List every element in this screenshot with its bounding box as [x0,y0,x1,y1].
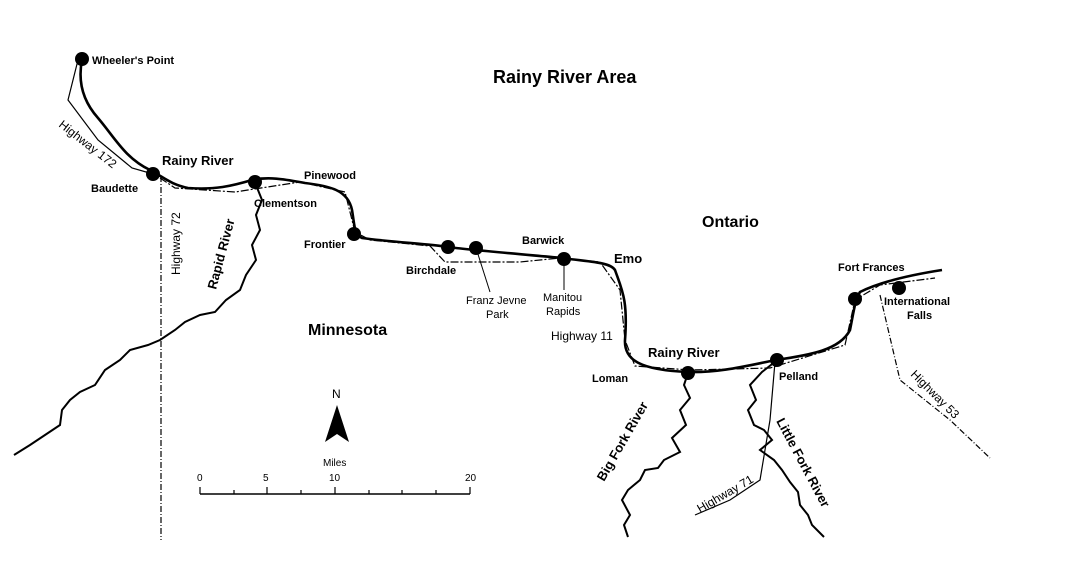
label-international-falls-1: International [884,296,950,308]
scale-bar-ticks [199,487,471,494]
label-emo: Emo [614,251,642,266]
marker-birchdale [441,240,455,254]
label-highway-72: Highway 72 [169,212,183,275]
highway-172-line [67,59,161,177]
label-franz-jevne-1: Franz Jevne [466,295,527,307]
label-manitou-rapids-1: Manitou [543,292,582,304]
label-highway-71: Highway 71 [695,472,757,516]
marker-baudette [146,167,160,181]
marker-clementson [248,175,262,189]
label-wheelers-point: Wheeler's Point [92,55,174,67]
rapid-river-line [13,179,264,456]
label-fort-frances: Fort Frances [838,262,905,274]
big-fork-river-line [620,372,692,538]
label-rapid-river: Rapid River [204,217,237,291]
marker-fort-frances [848,292,862,306]
label-big-fork-river: Big Fork River [594,399,651,483]
label-pelland: Pelland [779,371,818,383]
label-pinewood: Pinewood [304,170,356,182]
marker-frontier [347,227,361,241]
highway-53-line [879,294,991,459]
label-highway-53: Highway 53 [908,367,962,421]
little-fork-river-line [746,360,825,538]
label-highway-172: Highway 172 [56,117,120,171]
town-markers [75,52,906,380]
marker-loman [681,366,695,380]
label-franz-jevne-2: Park [486,309,509,321]
marker-pelland [770,353,784,367]
scale-bar-unit: Miles [323,458,346,469]
scale-tick-5: 5 [263,473,269,484]
label-frontier: Frontier [304,239,346,251]
label-highway-11: Highway 11 [551,329,613,343]
rainy-river-line [79,59,943,374]
highway-71-line [694,361,776,516]
label-barwick: Barwick [522,235,565,247]
label-rainy-river-mid: Rainy River [648,345,720,360]
scale-tick-20: 20 [465,473,477,484]
label-loman: Loman [592,373,628,385]
region-label-minnesota: Minnesota [308,322,387,339]
label-baudette: Baudette [91,183,138,195]
north-arrow-icon [325,405,349,442]
scale-tick-0: 0 [197,473,203,484]
scale-bar: Miles 0 5 10 20 [197,458,477,495]
region-label-ontario: Ontario [702,214,759,231]
leader-franz-jevne [475,247,491,293]
highway-lines [67,59,991,540]
highway-11-line [159,177,936,371]
map-title: Rainy River Area [493,67,637,87]
scale-tick-10: 10 [329,473,341,484]
label-international-falls-2: Falls [907,310,932,322]
label-rainy-river-town: Rainy River [162,153,234,168]
north-arrow: N [325,387,349,442]
marker-wheelers-point [75,52,89,66]
label-clementson: Clementson [254,198,317,210]
north-arrow-label: N [332,387,341,401]
label-little-fork-river: Little Fork River [773,415,833,509]
marker-international-falls [892,281,906,295]
label-manitou-rapids-2: Rapids [546,306,581,318]
label-birchdale: Birchdale [406,265,456,277]
